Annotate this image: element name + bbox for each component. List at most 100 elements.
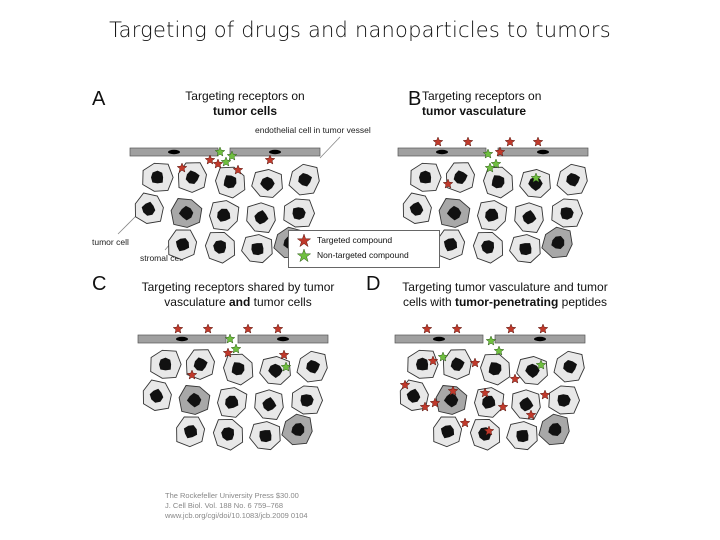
cell-nucleus — [548, 423, 562, 436]
cell-nucleus — [450, 357, 465, 371]
citation-line2: J. Cell Biol. Vol. 188 No. 6 759–768 — [165, 501, 283, 510]
targeted-compound-star — [525, 409, 537, 420]
targeted-compound-star — [442, 178, 454, 189]
non-targeted-compound-star — [437, 351, 449, 362]
cell-nucleus — [482, 395, 496, 409]
targeted-compound-star — [427, 355, 439, 366]
cell-nucleus — [186, 392, 202, 408]
cell-nucleus — [416, 357, 429, 371]
cell-nucleus — [406, 388, 421, 403]
legend-non-targeted-star — [297, 249, 311, 263]
targeted-compound-star — [204, 154, 216, 165]
panel-c-endothelial-nucleus-left — [176, 336, 188, 342]
cell-nucleus — [481, 240, 494, 254]
targeted-compound-star — [212, 158, 224, 169]
targeted-compound-star — [469, 357, 481, 368]
slide-title: Targeting of drugs and nanoparticles to … — [109, 18, 611, 42]
cell-nucleus — [522, 210, 537, 225]
targeted-compound-star — [532, 136, 544, 147]
cell-nucleus — [446, 205, 462, 221]
panel-c-heading: Targeting receptors shared by tumor vasc… — [118, 280, 358, 310]
panels-layer — [129, 136, 589, 451]
panel-letter-c: C — [92, 273, 107, 295]
cell-nucleus — [453, 170, 468, 184]
targeted-compound-star — [497, 401, 509, 412]
targeted-compound-star — [202, 323, 214, 334]
non-targeted-compound-star — [220, 156, 232, 167]
targeted-compound-star — [505, 323, 517, 334]
targeted-compound-star — [172, 323, 184, 334]
targeted-compound-star — [494, 146, 506, 157]
targeted-compound-star — [421, 323, 433, 334]
panel-d-heading-bold: tumor-penetrating — [454, 295, 559, 309]
targeted-compound-star — [504, 136, 516, 147]
cell-nucleus — [485, 208, 499, 222]
panel-c-tissue — [137, 323, 329, 451]
cell-nucleus — [519, 397, 534, 412]
cell-nucleus — [516, 430, 529, 443]
panel-d-heading-post: peptides — [558, 295, 608, 309]
targeted-compound-star — [419, 401, 431, 412]
non-targeted-compound-star — [535, 359, 547, 370]
targeted-compound-star — [539, 389, 551, 400]
cell-nucleus — [491, 175, 505, 189]
legend-box: Targeted compound Non-targeted compound — [288, 230, 440, 268]
panel-d-tissue — [394, 323, 586, 451]
green-star-icon — [297, 249, 311, 263]
targeted-compound-star — [447, 385, 459, 396]
targeted-compound-star — [509, 373, 521, 384]
cell-nucleus — [557, 394, 571, 407]
targeted-compound-star — [399, 379, 411, 390]
legend-non-targeted-label: Non-targeted compound — [317, 250, 409, 260]
cell-nucleus — [175, 238, 190, 252]
endothelial-leader-line — [319, 136, 341, 159]
citation-line1: The Rockefeller University Press $30.00 — [165, 491, 299, 500]
panel-c-heading-bold: and — [229, 295, 251, 309]
panel-c-heading-line1: Targeting receptors shared by tumor — [141, 280, 335, 294]
panel-b-endothelial-nucleus-right — [537, 149, 549, 155]
cell-nucleus — [141, 201, 156, 216]
non-targeted-compound-star — [214, 146, 226, 157]
targeted-compound-star — [278, 349, 290, 360]
cell-nucleus — [221, 427, 234, 441]
panel-c-heading-post: tumor cells — [250, 295, 312, 309]
panel-d-endothelial-nucleus-left — [433, 336, 445, 342]
panel-letter-b: B — [408, 88, 422, 110]
cell-nucleus — [213, 240, 226, 254]
cell-nucleus — [159, 357, 172, 371]
targeted-compound-star — [459, 417, 471, 428]
panel-a-heading: Targeting receptors on tumor cells — [160, 89, 330, 119]
panel-c-endothelial-nucleus-right — [277, 336, 289, 342]
targeted-compound-star — [272, 323, 284, 334]
panel-letter-d: D — [366, 273, 381, 295]
cell-nucleus — [183, 425, 198, 439]
cell-nucleus — [443, 392, 459, 408]
panel-a-endothelial-nucleus-right — [269, 149, 281, 155]
non-targeted-compound-star — [530, 172, 542, 183]
panel-d-endothelial-nucleus-right — [534, 336, 546, 342]
targeted-compound-star — [432, 136, 444, 147]
targeted-compound-star — [186, 369, 198, 380]
cell-nucleus — [525, 363, 540, 378]
cell-nucleus — [419, 170, 432, 184]
citation: The Rockefeller University Press $30.00 … — [165, 491, 308, 521]
targeted-compound-star — [264, 154, 276, 165]
panel-b-endothelial-nucleus-left — [436, 149, 448, 155]
cell-nucleus — [306, 360, 320, 374]
endothelial-label: endothelial cell in tumor vessel — [255, 125, 371, 135]
panel-a-heading-bold: tumor cells — [212, 104, 278, 118]
cell-nucleus — [151, 170, 164, 184]
legend-targeted-star — [297, 234, 311, 248]
tumor-cell-label: tumor cell — [92, 237, 129, 247]
non-targeted-compound-star — [484, 162, 496, 173]
panel-d-heading-pre: cells with — [402, 295, 455, 309]
cell-nucleus — [409, 201, 424, 216]
red-star-icon — [297, 234, 311, 248]
cell-nucleus — [254, 210, 269, 225]
targeted-compound-star — [537, 323, 549, 334]
non-targeted-compound-star — [482, 148, 494, 159]
cell-nucleus — [519, 243, 532, 256]
cell-nucleus — [259, 430, 272, 443]
cell-nucleus — [292, 207, 306, 220]
